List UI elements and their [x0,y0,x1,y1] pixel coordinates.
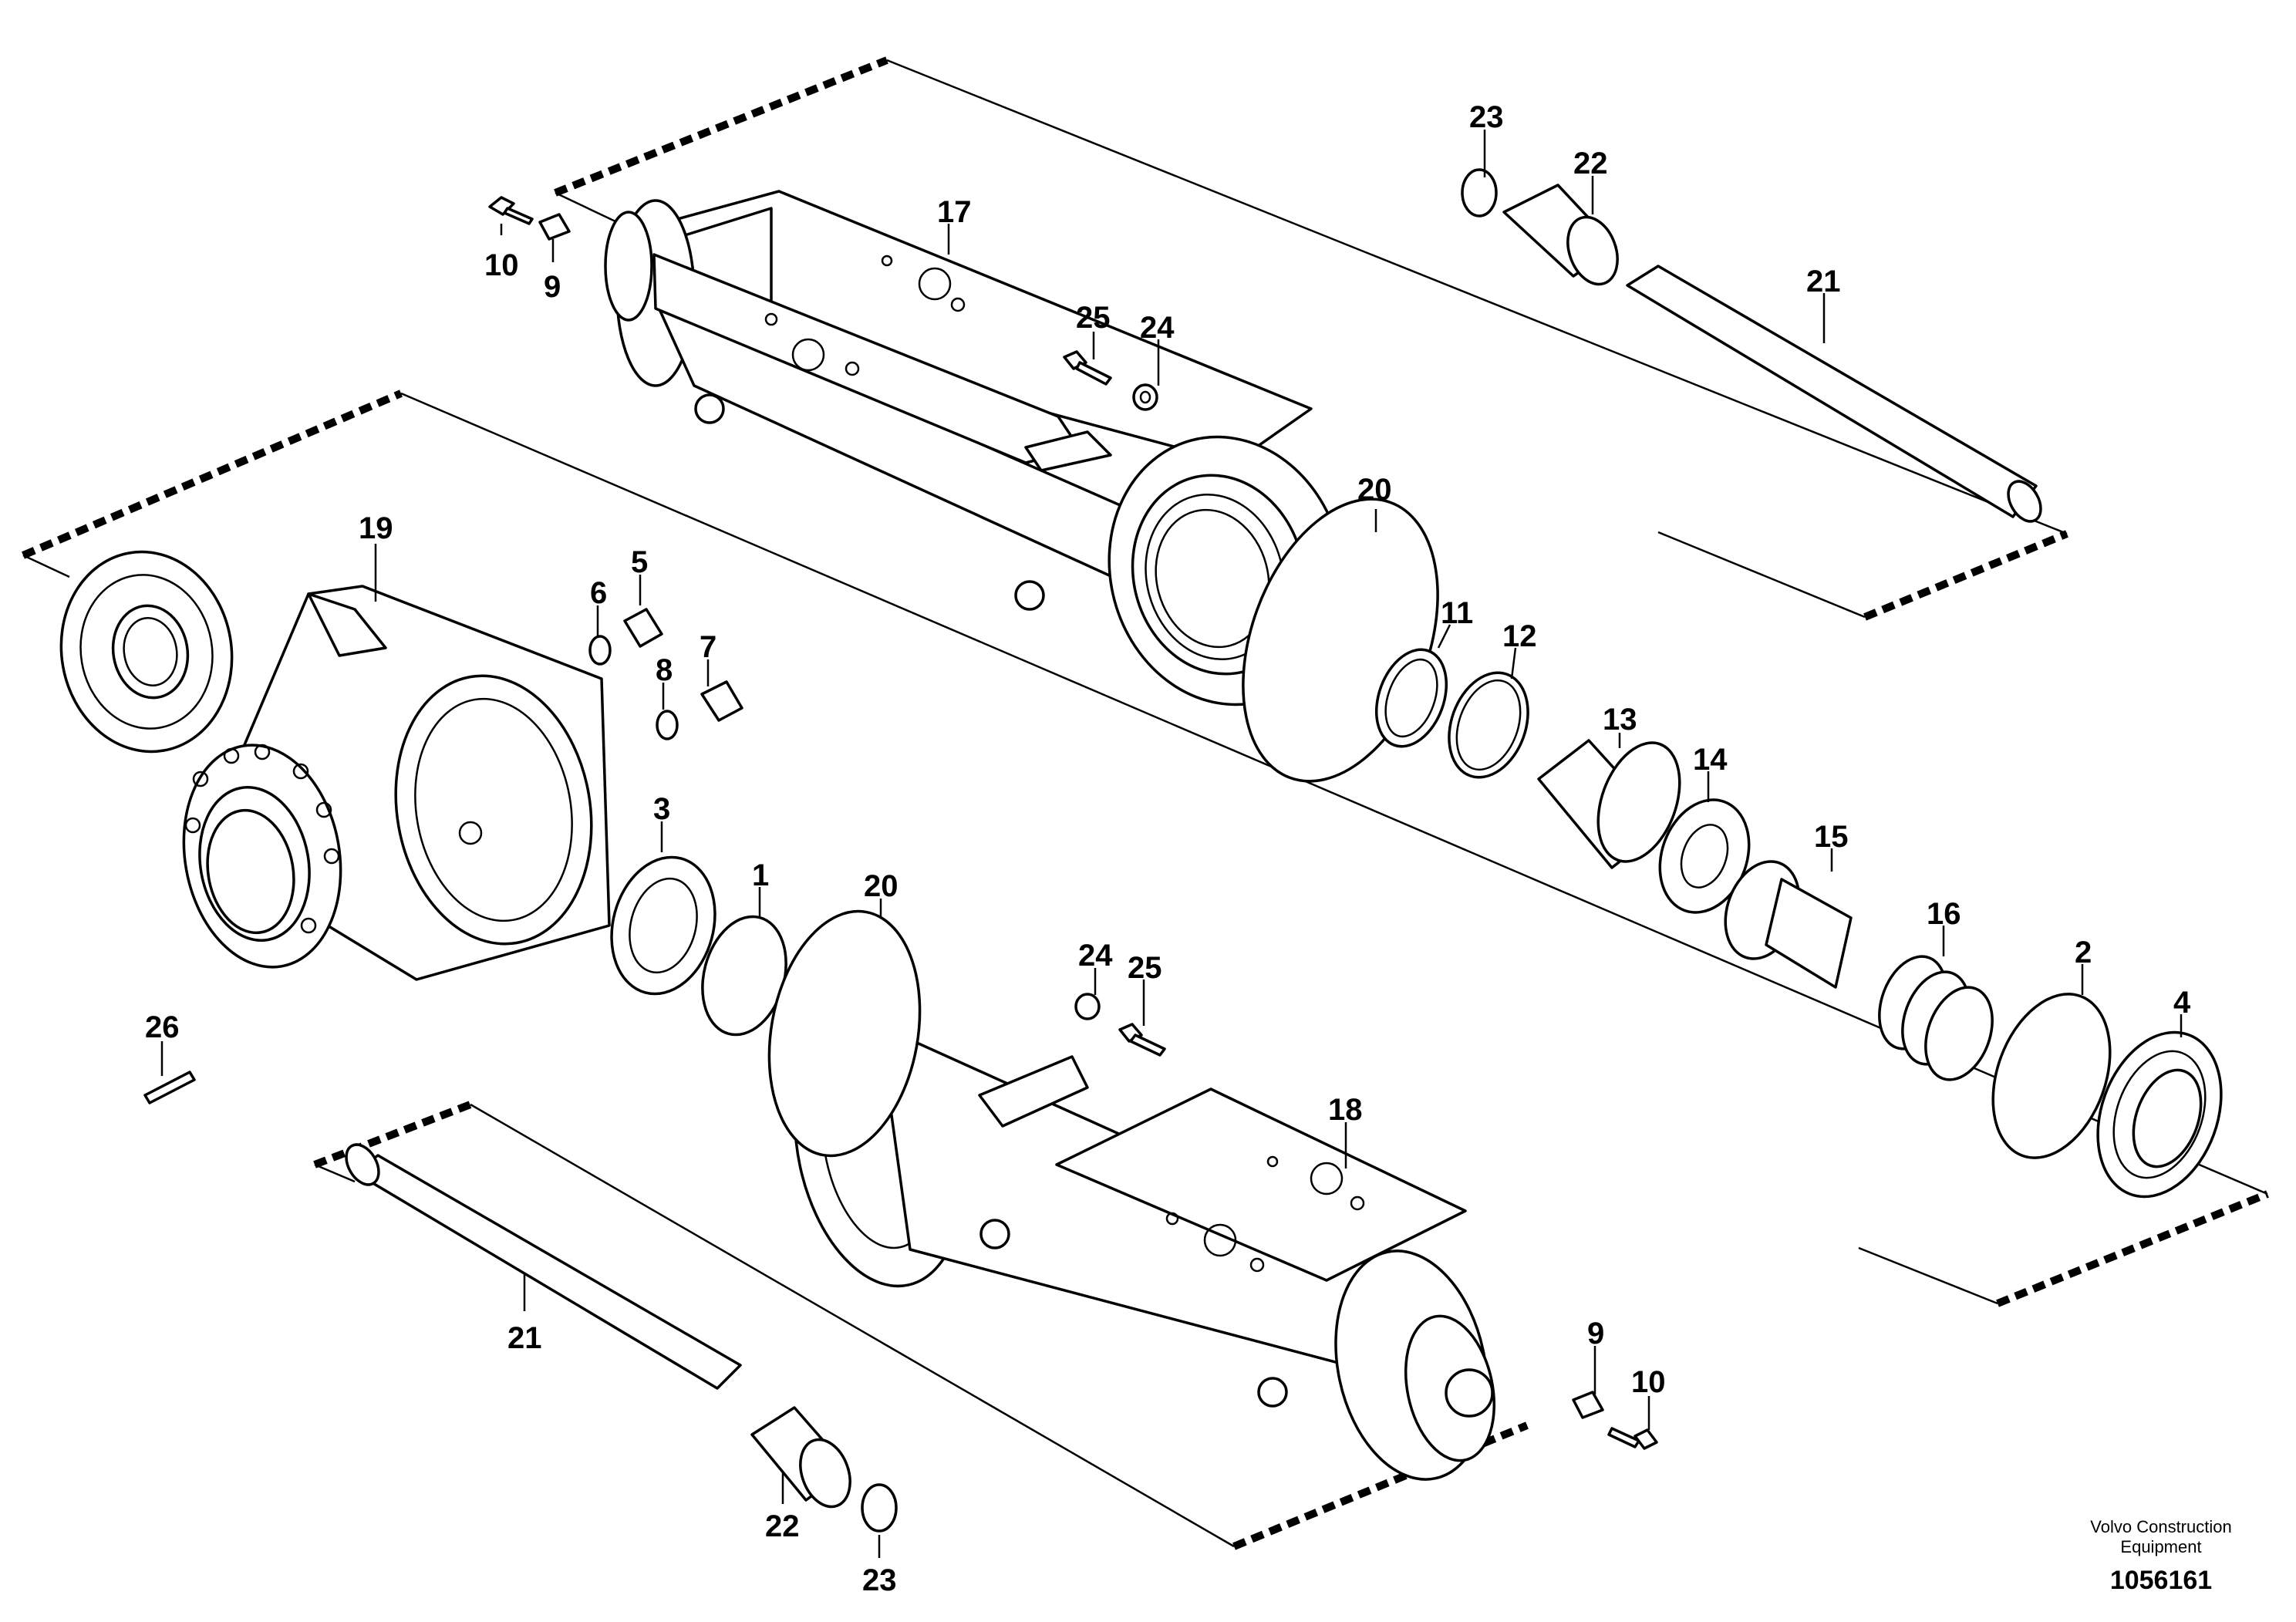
callout-25-bottom: 25 [1128,951,1162,985]
reference-number: 1056161 [2110,1566,2212,1595]
bolt-25-bottom [1118,1023,1166,1057]
washer-24-bottom [1074,993,1101,1020]
washer-8 [656,710,679,740]
lower-assembly-frame [313,1101,1529,1550]
callout-23-bottom: 23 [862,1563,897,1597]
callout-24-bottom: 24 [1078,939,1113,973]
axle-housing-lower [793,1010,1496,1481]
bearing-14 [1658,798,1751,914]
callout-25-top: 25 [1076,301,1111,335]
callout-7: 7 [700,630,716,664]
callout-26: 26 [145,1010,180,1044]
washer-6 [588,635,612,666]
callout-9-bottom: 9 [1587,1317,1604,1351]
upper-assembly-frame [554,56,2068,621]
callout-labels: 23 22 21 17 25 24 10 9 20 11 12 13 14 15… [145,100,2191,1597]
callout-23-top: 23 [1469,100,1504,134]
callout-10-top: 10 [484,248,519,282]
callout-16: 16 [1927,897,1961,931]
callout-21-top: 21 [1806,265,1841,298]
callout-8: 8 [656,653,673,687]
callout-18: 18 [1328,1093,1363,1127]
bolt-10-bottom [1607,1427,1658,1450]
callout-5: 5 [631,545,648,579]
pin-26 [143,1071,196,1104]
plug-7 [700,680,743,722]
ring-11 [1374,648,1448,748]
credit-block: Volvo Construction Equipment 1056161 [2090,1517,2231,1595]
bearing-3 [610,855,716,996]
callout-19: 19 [359,511,393,545]
callout-21-bottom: 21 [507,1321,542,1355]
leader-lines [160,130,2183,1558]
callout-10-bottom: 10 [1631,1365,1666,1399]
callout-1: 1 [752,858,769,892]
bolt-25-top [1063,350,1112,386]
plug-5 [623,608,663,648]
callout-14: 14 [1693,743,1728,777]
callout-20-bottom: 20 [864,869,899,903]
dowel-9-bottom [1572,1391,1604,1419]
spring-16 [1878,955,1994,1081]
washer-24-top [1132,383,1158,411]
callout-3: 3 [653,792,670,826]
callout-15: 15 [1814,820,1849,854]
callout-22-bottom: 22 [765,1509,800,1543]
oring-20-bottom [767,909,922,1158]
callout-4: 4 [2173,986,2191,1020]
callout-13: 13 [1603,703,1637,737]
credit-line-2: Equipment [2120,1537,2201,1556]
bolt-10-top [488,196,534,225]
sleeve-22-top [1502,184,1619,286]
ring-12 [1448,671,1529,779]
callout-2: 2 [2075,936,2092,969]
callout-20-top: 20 [1357,473,1392,507]
callout-9-top: 9 [544,270,561,304]
callout-11: 11 [1441,596,1473,630]
callout-24-top: 24 [1140,311,1175,345]
bearing-4 [2096,1030,2223,1199]
dowel-9-top [538,213,571,241]
callout-6: 6 [590,576,607,610]
callout-17: 17 [937,195,972,229]
ring-23-top [1461,168,1498,218]
differential-carrier [182,585,611,981]
ring-2 [1991,993,2112,1159]
bushing-13 [1537,739,1681,869]
hub-15 [1724,860,1853,989]
shaft-21-top [1626,265,2042,523]
callout-12: 12 [1502,619,1537,653]
callout-22-top: 22 [1573,147,1608,180]
crown-gear [59,550,234,754]
credit-line-1: Volvo Construction [2090,1517,2231,1536]
shaft-21-bottom [345,1143,742,1390]
sleeve-22-bottom [750,1406,851,1509]
ring-23-bottom [861,1483,898,1533]
